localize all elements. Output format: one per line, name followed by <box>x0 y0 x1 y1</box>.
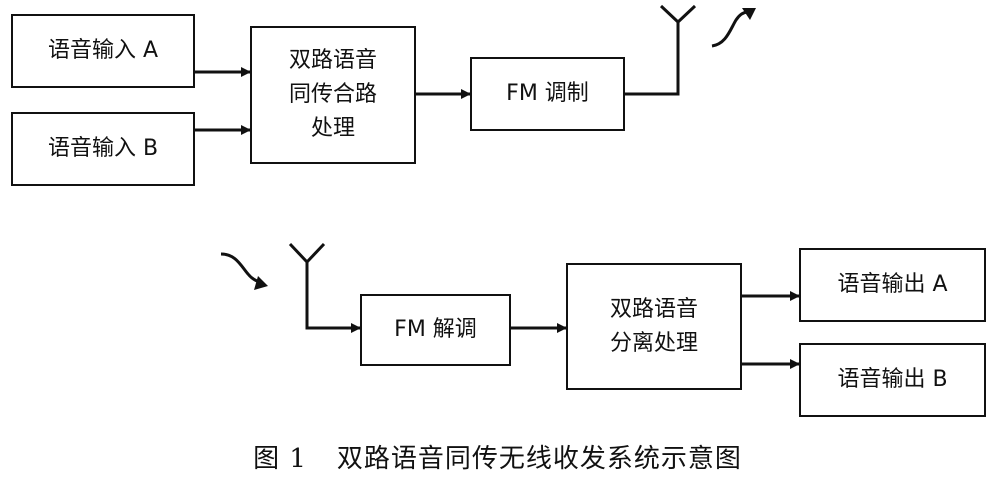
receive-antenna-icon <box>288 242 360 330</box>
figure-title: 双路语音同传无线收发系统示意图 <box>336 444 742 474</box>
fm-modulation-label: FM 调制 <box>506 81 589 106</box>
separator-label: 双路语音 分离处理 <box>609 296 698 356</box>
figure-number: 图 1 <box>253 444 307 474</box>
voice-input-a-label: 语音输入 A <box>47 38 159 63</box>
receive-wave-icon <box>220 252 268 290</box>
voice-output-b-box: 语音输出 B <box>799 343 986 417</box>
voice-input-b-label: 语音输入 B <box>47 136 159 161</box>
transmit-antenna-icon <box>625 4 697 96</box>
voice-input-a-box: 语音输入 A <box>11 14 195 88</box>
fm-demodulation-label: FM 解调 <box>394 317 477 342</box>
voice-output-a-label: 语音输出 A <box>837 272 948 297</box>
fm-demodulation-box: FM 解调 <box>360 294 511 366</box>
transmit-wave-icon <box>711 8 756 48</box>
combiner-label: 双路语音 同传合路 处理 <box>288 48 377 141</box>
voice-output-a-box: 语音输出 A <box>799 248 986 322</box>
fm-modulation-box: FM 调制 <box>470 57 625 131</box>
separator-box: 双路语音 分离处理 <box>566 263 742 390</box>
figure-caption: 图 1 双路语音同传无线收发系统示意图 <box>0 438 995 475</box>
voice-output-b-label: 语音输出 B <box>837 367 948 392</box>
voice-input-b-box: 语音输入 B <box>11 112 195 186</box>
combiner-box: 双路语音 同传合路 处理 <box>250 26 416 164</box>
